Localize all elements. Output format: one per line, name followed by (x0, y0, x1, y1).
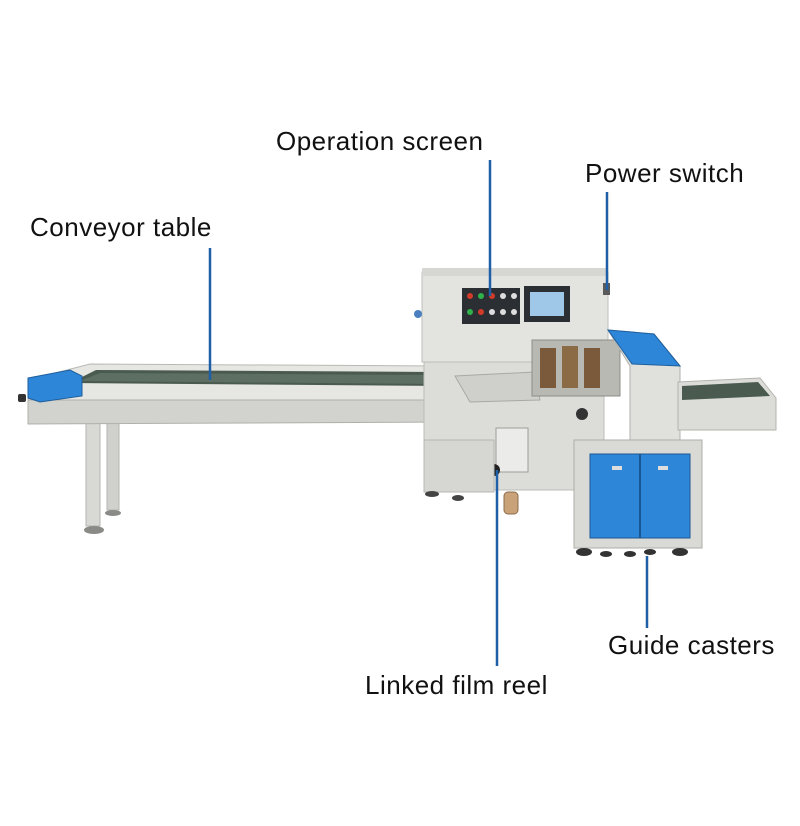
feeding-plate (454, 371, 541, 403)
sealing-roller (562, 346, 578, 388)
control-cabinet-top (422, 268, 608, 276)
caster (576, 548, 592, 556)
conveyor-leg-right (106, 417, 120, 511)
side-knob (414, 310, 422, 318)
conveyor-leg-left (85, 417, 101, 527)
conveyor-end-knob (18, 394, 26, 402)
tension-knob (576, 408, 588, 420)
caster (624, 551, 636, 557)
green-button (467, 309, 473, 315)
white-button (500, 309, 506, 315)
touch-screen (530, 292, 564, 316)
caster (452, 495, 464, 501)
conveyor-foot-right (105, 510, 121, 516)
discharge-head-blue-top (606, 329, 682, 367)
machine-body (414, 268, 777, 557)
conveyor-side (27, 399, 461, 425)
base-left (423, 439, 495, 493)
white-button (511, 309, 517, 315)
caster (600, 551, 612, 557)
red-button (467, 293, 473, 299)
white-button (500, 293, 506, 299)
film-reel-core (503, 491, 519, 515)
white-button (489, 309, 495, 315)
callout-lines (208, 160, 649, 666)
green-button (478, 293, 484, 299)
sealing-roller (540, 348, 556, 388)
cabinet-lock (658, 466, 668, 470)
caster (644, 549, 656, 555)
conveyor-foot-left (84, 526, 104, 534)
conveyor-belt-surface (80, 373, 444, 384)
label-power-switch: Power switch (585, 158, 745, 188)
film-reel-bracket (495, 427, 529, 473)
sealing-roller (584, 348, 600, 388)
caster (425, 491, 439, 497)
output-belt (682, 382, 770, 400)
conveyor-blue-endcap (27, 369, 83, 403)
cabinet-lock (612, 466, 622, 470)
label-conveyor-table: Conveyor table (30, 212, 212, 242)
label-linked-film-reel: Linked film reel (365, 670, 548, 700)
white-button (511, 293, 517, 299)
label-operation-screen: Operation screen (276, 126, 484, 156)
label-guide-casters: Guide casters (608, 630, 775, 660)
caster (672, 548, 688, 556)
red-button (478, 309, 484, 315)
conveyor-table (18, 363, 461, 534)
